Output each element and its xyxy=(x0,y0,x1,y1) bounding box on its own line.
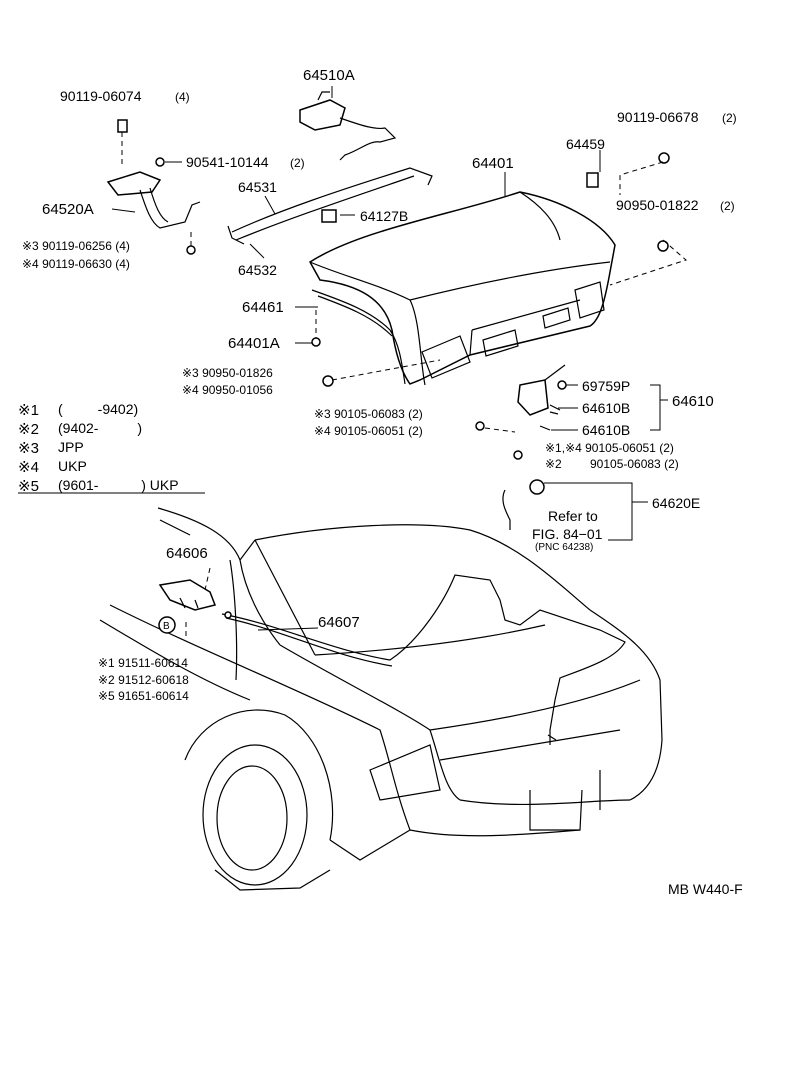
label-qty-4a: (4) xyxy=(175,90,190,104)
legend-mark-1: ※1 xyxy=(18,402,39,419)
lock-assembly-drawing xyxy=(475,364,567,530)
label-64531: 64531 xyxy=(238,179,277,195)
label-64607: 64607 xyxy=(318,614,360,631)
label-m14-90105-06051: ※1,※4 90105-06051 (2) xyxy=(545,441,674,455)
label-footer-code: MB W440-F xyxy=(668,881,743,897)
torsion-bars-drawing xyxy=(227,167,433,245)
car-body-drawing xyxy=(99,507,663,891)
legend-text-3: JPP xyxy=(58,439,84,455)
b-circle-marker xyxy=(158,616,176,634)
hinge-64520A-drawing xyxy=(106,171,201,229)
trunk-lid-drawing xyxy=(309,191,616,386)
label-m3-90105-06083: ※3 90105-06083 (2) xyxy=(314,407,423,421)
label-90541-10144: 90541-10144 xyxy=(186,154,269,170)
legend: ※1 ( -9402) ※2 (9402- ) ※3 JPP ※4 UKP ※5… xyxy=(18,401,205,495)
label-m5-91651: ※5 91651-60614 xyxy=(98,689,189,703)
label-64127B: 64127B xyxy=(360,208,408,224)
label-90119-06678: 90119-06678 xyxy=(617,109,699,125)
label-64510A: 64510A xyxy=(303,67,355,84)
label-qty-2b: (2) xyxy=(290,156,305,170)
label-m2-91512: ※2 91512-60618 xyxy=(98,673,189,687)
label-64532: 64532 xyxy=(238,262,277,278)
label-qty-2c: (2) xyxy=(720,199,735,213)
label-fig-ref: FIG. 84−01 xyxy=(532,526,603,542)
legend-mark-4: ※4 xyxy=(18,459,39,476)
label-64520A: 64520A xyxy=(42,201,94,218)
legend-mark-2: ※2 xyxy=(18,421,39,438)
label-64606: 64606 xyxy=(166,545,208,562)
label-m4-90105-06051: ※4 90105-06051 (2) xyxy=(314,424,423,438)
label-64459: 64459 xyxy=(566,136,605,152)
label-m4-90119-06630: ※4 90119-06630 (4) xyxy=(22,257,130,271)
dashed-leaders xyxy=(121,132,687,640)
label-m2: ※2 xyxy=(545,457,562,471)
label-pnc-ref: (PNC 64238) xyxy=(535,542,593,553)
legend-text-1: ( -9402) xyxy=(58,401,138,417)
label-refer-to: Refer to xyxy=(548,508,598,524)
label-64620E: 64620E xyxy=(652,495,700,511)
hinge-64510A-drawing xyxy=(299,91,397,161)
legend-mark-5: ※5 xyxy=(18,478,39,495)
label-qty-2a: (2) xyxy=(722,111,737,125)
label-90105-06083b: 90105-06083 (2) xyxy=(590,457,679,471)
label-m3-90950-01826: ※3 90950-01826 xyxy=(182,366,273,380)
opener-lever-drawing xyxy=(158,579,217,611)
legend-text-5: (9601- ) UKP xyxy=(58,477,179,493)
legend-text-4: UKP xyxy=(58,458,87,474)
label-64401: 64401 xyxy=(472,155,514,172)
fasteners-drawing xyxy=(117,119,670,387)
label-64610: 64610 xyxy=(672,393,714,410)
label-69759P: 69759P xyxy=(582,378,630,394)
label-64610B-2: 64610B xyxy=(582,422,630,438)
label-m3-90119-06256: ※3 90119-06256 (4) xyxy=(22,239,130,253)
label-m1-91511: ※1 91511-60614 xyxy=(98,656,188,670)
label-64461: 64461 xyxy=(242,299,284,316)
label-90119-06074: 90119-06074 xyxy=(60,88,142,104)
legend-mark-3: ※3 xyxy=(18,440,39,457)
label-m4-90950-01056: ※4 90950-01056 xyxy=(182,383,273,397)
opener-cable-drawing xyxy=(221,574,626,745)
label-64610B-1: 64610B xyxy=(582,400,630,416)
legend-text-2: (9402- ) xyxy=(58,420,142,436)
label-64401A: 64401A xyxy=(228,335,280,352)
label-90950-01822: 90950-01822 xyxy=(616,197,699,213)
label-b-circle: B xyxy=(163,621,170,632)
